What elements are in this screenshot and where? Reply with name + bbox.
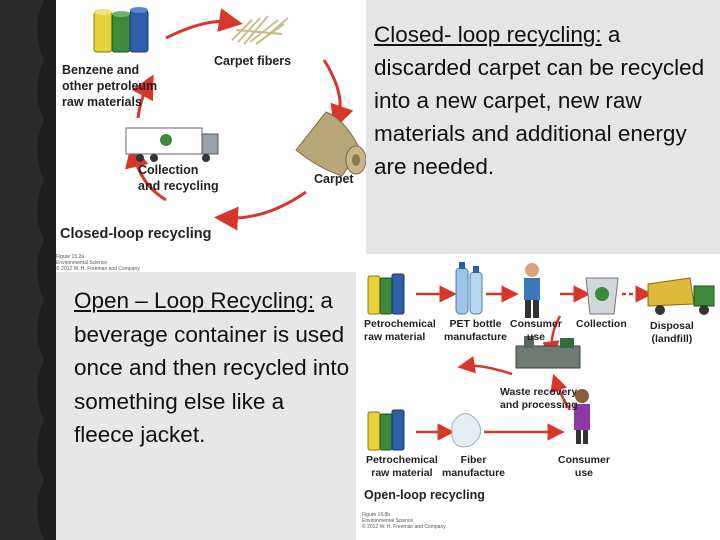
petro-bottom-line-1: Petrochemical xyxy=(366,454,438,466)
open-credit-line-1: Figure 16.8b xyxy=(362,512,391,518)
open-loop-diagram xyxy=(367,262,715,451)
waste-recovery-facility-icon xyxy=(515,336,581,369)
waste-recovery-label: Waste recovery and processing xyxy=(500,386,578,412)
pet-bottle-label: PET bottle manufacture xyxy=(444,318,507,344)
disposal-label: Disposal (landfill) xyxy=(650,320,694,346)
petro-top-line-1: Petrochemical xyxy=(364,318,436,330)
consumer-use-bottom-label: Consumer use xyxy=(558,454,610,480)
left-decorative-edge xyxy=(0,0,56,540)
open-loop-arrows xyxy=(416,285,653,441)
closed-credit-line-3: © 2012 W. H. Freeman and Company xyxy=(56,266,140,272)
carpet-fibers-label: Carpet fibers xyxy=(214,54,292,68)
fiber-bundle-icon xyxy=(451,413,482,448)
disposal-line-1: Disposal xyxy=(650,320,694,332)
open-loop-figure: Petrochemical raw material PET bottle ma… xyxy=(360,254,720,540)
carpet-roll-icon xyxy=(295,111,366,177)
petrochemical-drums-top-icon xyxy=(367,273,405,315)
collection-label-line-1: Collection xyxy=(138,163,199,177)
open-loop-heading: Open – Loop Recycling: xyxy=(74,288,315,313)
waste-line-2: and processing xyxy=(500,399,578,411)
consumer-jacket-icon xyxy=(574,389,590,444)
scalloped-edge-pattern xyxy=(0,0,44,540)
pet-bottles-icon xyxy=(455,262,483,315)
collection-label-line-2: and recycling xyxy=(138,179,219,193)
raw-label-line-1: Benzene and xyxy=(62,63,140,77)
disposal-line-2: (landfill) xyxy=(651,333,693,345)
carpet-label: Carpet xyxy=(314,172,354,186)
collection-bin-icon xyxy=(585,277,619,315)
collection-open-label: Collection xyxy=(576,318,627,330)
consumer-bottom-line-2: use xyxy=(574,467,594,479)
closed-loop-text-panel xyxy=(366,0,720,254)
petro-bottom-line-2: raw material xyxy=(371,467,433,479)
open-credit-line-3: © 2012 W. H. Freeman and Company xyxy=(362,524,446,530)
carpet-fibers-icon xyxy=(231,15,289,45)
closed-loop-heading: Closed- loop recycling: xyxy=(374,22,602,47)
open-credit-line-2: Environmental Science xyxy=(362,518,414,524)
closed-loop-body: a discarded carpet can be recycled into … xyxy=(374,22,705,179)
petrochemical-bottom-label: Petrochemical raw material xyxy=(366,454,438,480)
open-loop-description: Open – Loop Recycling: a beverage contai… xyxy=(74,284,350,452)
dump-truck-icon xyxy=(647,277,715,315)
closed-loop-figure-title: Closed-loop recycling xyxy=(60,226,212,242)
closed-credit-line-1: Figure 15.2a xyxy=(56,254,85,260)
collection-label: Collection and recycling xyxy=(138,162,219,194)
petrochemical-top-label: Petrochemical raw material xyxy=(364,318,436,344)
open-loop-figure-title: Open-loop recycling xyxy=(364,488,485,502)
closed-credit-line-2: Environmental Science xyxy=(56,260,108,266)
recycling-truck-icon xyxy=(125,127,219,162)
petro-top-line-2: raw material xyxy=(364,331,426,343)
consumer-use-top-label: Consumer use xyxy=(510,318,562,344)
fiber-line-2: manufacture xyxy=(442,467,506,479)
closed-loop-figure-credit: Figure 15.2a Environmental Science © 201… xyxy=(56,254,140,272)
fiber-manufacture-label: Fiber manufacture xyxy=(442,454,505,480)
consumer-top-line-2: use xyxy=(526,331,546,343)
closed-loop-description: Closed- loop recycling: a discarded carp… xyxy=(374,18,714,183)
open-loop-figure-credit: Figure 16.8b Environmental Science © 201… xyxy=(362,512,446,530)
closed-loop-figure: Benzene and other petroleum raw material… xyxy=(56,0,366,272)
waste-line-1: Waste recovery xyxy=(500,386,578,398)
raw-label-line-3: raw materials xyxy=(62,95,142,109)
oil-drums-icon xyxy=(93,7,149,53)
consumer-drinking-icon xyxy=(524,263,540,318)
fiber-line-1: Fiber xyxy=(460,454,487,466)
cycle-arrows xyxy=(125,8,354,231)
open-loop-text-panel xyxy=(56,272,356,540)
pet-line-1: PET bottle xyxy=(449,318,502,330)
consumer-top-line-1: Consumer xyxy=(510,318,562,330)
petrochemical-drums-bottom-icon xyxy=(367,409,405,451)
consumer-bottom-line-1: Consumer xyxy=(558,454,610,466)
pet-line-2: manufacture xyxy=(444,331,508,343)
open-loop-body: a beverage container is used once and th… xyxy=(74,288,350,447)
raw-label-line-2: other petroleum xyxy=(62,79,158,93)
raw-materials-label: Benzene and other petroleum raw material… xyxy=(62,62,157,110)
closed-loop-diagram xyxy=(93,7,366,231)
